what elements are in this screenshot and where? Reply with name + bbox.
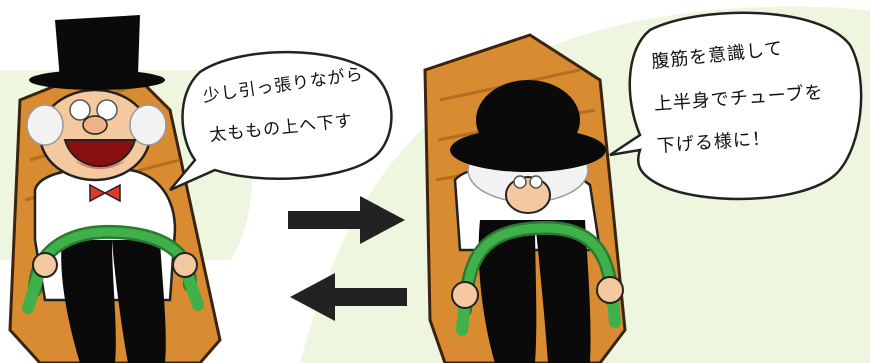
left-bowtie [89,183,121,203]
arrow-left [290,273,407,321]
right-character [423,33,627,363]
arrow-right [288,196,405,244]
speech-bubble-right [609,11,863,201]
left-top-hat [55,15,140,80]
speech-bubble-left [169,50,393,192]
left-character [8,15,222,363]
